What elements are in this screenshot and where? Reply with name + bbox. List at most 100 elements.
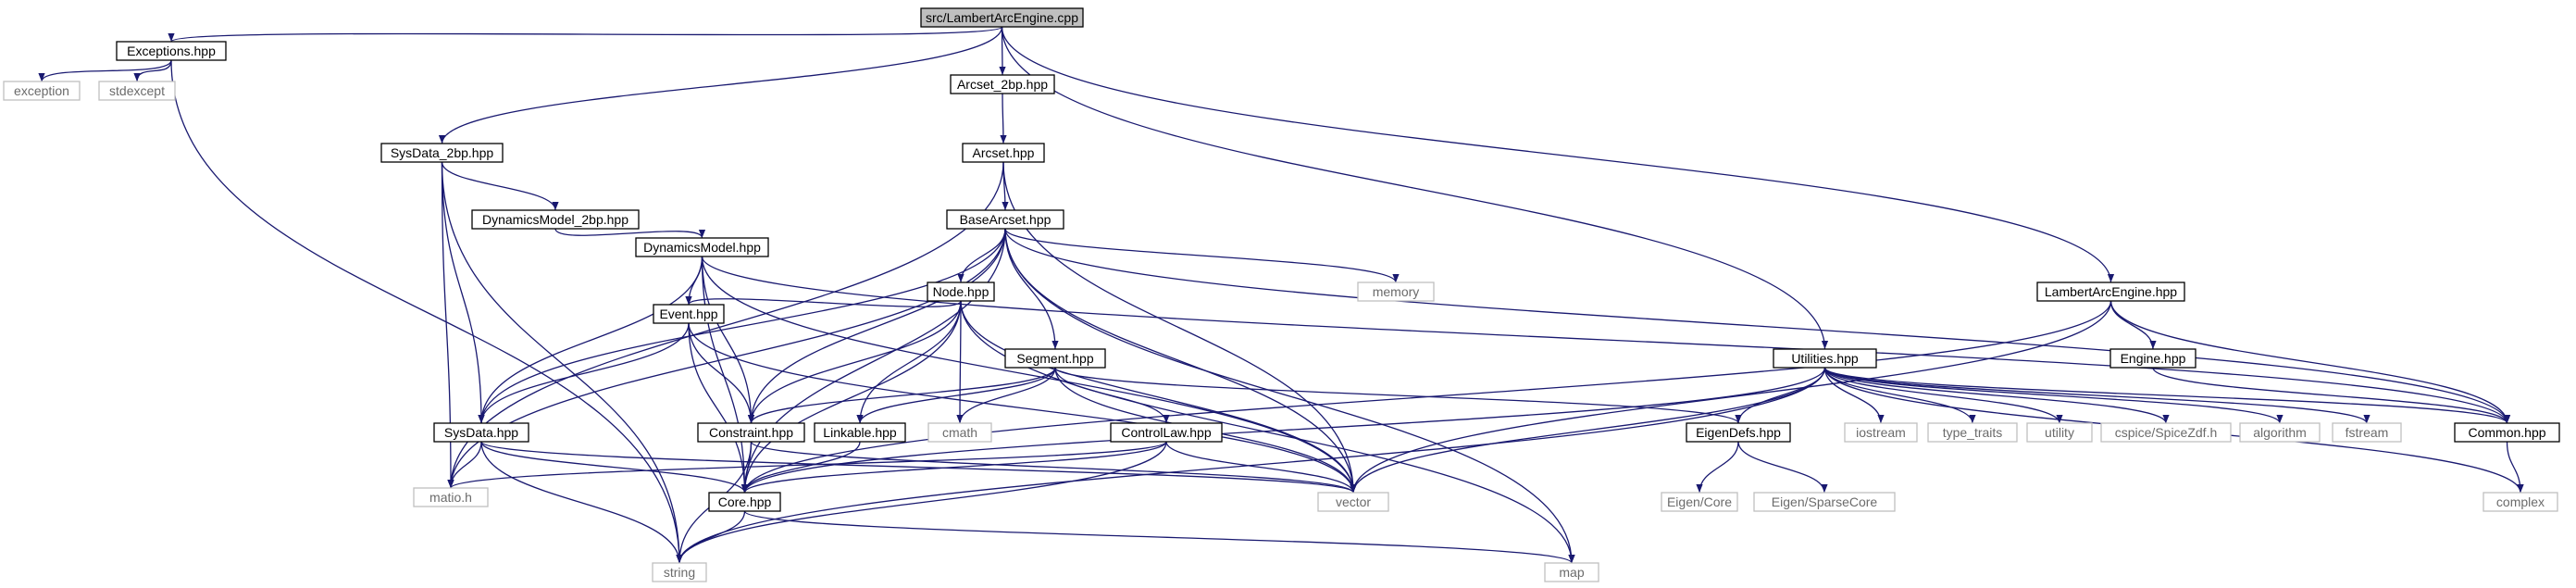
node-eigensparse: Eigen/SparseCore xyxy=(1753,492,1896,512)
node-label-type_traits: type_traits xyxy=(1943,425,2003,440)
edge-event-to-constraint xyxy=(688,322,755,424)
node-box-eigensparse xyxy=(1753,492,1896,512)
node-dynmodel[interactable]: DynamicsModel.hpp xyxy=(635,237,769,257)
node-box-basearcset xyxy=(946,209,1064,230)
edge-utilities-to-utility xyxy=(1823,367,2063,424)
node-label-spice: cspice/SpiceZdf.h xyxy=(2115,425,2218,440)
edge-dynmodel-to-constraint xyxy=(701,256,755,424)
node-node[interactable]: Node.hpp xyxy=(927,281,995,302)
node-label-iostream: iostream xyxy=(1856,425,1906,440)
node-label-algorithm: algorithm xyxy=(2253,425,2307,440)
node-label-arcset2bp: Arcset_2bp.hpp xyxy=(957,77,1048,92)
node-eigendefs[interactable]: EigenDefs.hpp xyxy=(1686,422,1791,443)
edge-sysdata-to-vector xyxy=(480,441,1357,494)
node-memory: memory xyxy=(1357,281,1435,302)
node-label-fstream: fstream xyxy=(2346,425,2389,440)
edge-root-to-exceptions xyxy=(168,26,1003,43)
node-box-utility xyxy=(2026,422,2093,443)
node-label-linkable: Linkable.hpp xyxy=(823,425,897,440)
node-box-sysdata2bp xyxy=(380,143,504,163)
node-lambert[interactable]: LambertArcEngine.hpp xyxy=(2036,281,2185,302)
edge-segment-to-cmath xyxy=(956,367,1056,424)
edge-core-to-string xyxy=(676,510,746,564)
node-linkable[interactable]: Linkable.hpp xyxy=(814,422,906,443)
edge-node-to-constraint xyxy=(747,300,962,424)
node-box-arcset2bp xyxy=(950,74,1055,94)
edge-basearcset-to-memory xyxy=(1004,228,1400,283)
node-arcset2bp[interactable]: Arcset_2bp.hpp xyxy=(950,74,1055,94)
edge-node-to-cmath xyxy=(956,300,964,424)
node-label-lambert: LambertArcEngine.hpp xyxy=(2045,284,2177,299)
node-segment[interactable]: Segment.hpp xyxy=(1004,348,1106,369)
edge-dynmodel-to-core xyxy=(701,256,749,494)
node-dynmodel2bp[interactable]: DynamicsModel_2bp.hpp xyxy=(471,209,640,230)
node-event[interactable]: Event.hpp xyxy=(653,304,725,324)
node-exceptions[interactable]: Exceptions.hpp xyxy=(116,41,227,61)
node-fstream: fstream xyxy=(2332,422,2402,443)
node-complex: complex xyxy=(2483,492,2558,512)
node-string: string xyxy=(652,562,707,582)
edge-segment-to-controllaw xyxy=(1054,367,1170,424)
edge-sysdata2bp-to-sysdata xyxy=(441,161,485,424)
node-label-memory: memory xyxy=(1373,284,1420,299)
edge-lambert-to-common xyxy=(2109,300,2511,424)
node-box-event xyxy=(653,304,725,324)
node-controllaw[interactable]: ControlLaw.hpp xyxy=(1110,422,1223,443)
edge-controllaw-to-core xyxy=(741,441,1167,494)
node-label-string: string xyxy=(664,565,695,580)
edge-basearcset-to-map xyxy=(1004,228,1575,564)
node-utility: utility xyxy=(2026,422,2093,443)
edge-root-to-sysdata2bp xyxy=(438,26,1003,144)
node-core[interactable]: Core.hpp xyxy=(708,492,781,512)
node-box-spice xyxy=(2100,422,2232,443)
edge-utilities-to-eigendefs xyxy=(1735,367,1826,424)
node-label-sysdata: SysData.hpp xyxy=(444,425,518,440)
edge-event-to-core xyxy=(688,322,749,494)
edge-utilities-to-algorithm xyxy=(1823,367,2284,424)
edge-lambert-to-engine xyxy=(2109,300,2157,350)
node-engine[interactable]: Engine.hpp xyxy=(2109,348,2196,369)
edge-sysdata-to-string xyxy=(480,441,683,564)
edge-dynmodel-to-vector xyxy=(701,256,1357,494)
edge-basearcset-to-constraint xyxy=(747,228,1006,424)
node-root[interactable]: src/LambertArcEngine.cpp xyxy=(920,7,1084,28)
edge-linkable-to-core xyxy=(740,441,861,494)
edge-utilities-to-fstream xyxy=(1823,367,2371,424)
node-utilities[interactable]: Utilities.hpp xyxy=(1773,348,1877,369)
node-label-exception: exception xyxy=(14,83,69,98)
edge-utilities-to-string xyxy=(676,367,1826,564)
edge-core-to-map xyxy=(743,510,1575,564)
node-box-utilities xyxy=(1773,348,1877,369)
edge-basearcset-to-matio xyxy=(447,228,1006,489)
node-label-eigendefs: EigenDefs.hpp xyxy=(1696,425,1781,440)
node-arcset[interactable]: Arcset.hpp xyxy=(962,143,1045,163)
edge-basearcset-to-node xyxy=(957,228,1006,283)
node-box-complex xyxy=(2483,492,2558,512)
node-box-core xyxy=(708,492,781,512)
node-label-engine: Engine.hpp xyxy=(2121,351,2186,366)
node-box-common xyxy=(2454,422,2560,443)
node-box-cmath xyxy=(927,422,992,443)
node-label-root: src/LambertArcEngine.cpp xyxy=(926,10,1078,25)
node-common[interactable]: Common.hpp xyxy=(2454,422,2560,443)
edge-common-to-complex xyxy=(2506,441,2524,494)
node-basearcset[interactable]: BaseArcset.hpp xyxy=(946,209,1064,230)
node-cmath: cmath xyxy=(927,422,992,443)
edge-exceptions-to-string xyxy=(170,59,683,564)
edge-arcset2bp-to-arcset xyxy=(1000,93,1007,144)
node-box-arcset xyxy=(962,143,1045,163)
node-label-segment: Segment.hpp xyxy=(1016,351,1093,366)
edge-root-to-lambert xyxy=(1001,26,2115,283)
node-sysdata2bp[interactable]: SysData_2bp.hpp xyxy=(380,143,504,163)
node-box-map xyxy=(1544,562,1599,582)
edge-sysdata2bp-to-string xyxy=(441,161,683,564)
node-constraint[interactable]: Constraint.hpp xyxy=(697,422,805,443)
node-stdexcept: stdexcept xyxy=(98,81,176,101)
node-label-cmath: cmath xyxy=(942,425,977,440)
edge-utilities-to-spice xyxy=(1823,367,2170,424)
node-box-segment xyxy=(1004,348,1106,369)
edge-basearcset-to-common xyxy=(1004,228,2510,424)
node-sysdata[interactable]: SysData.hpp xyxy=(433,422,529,443)
edge-node-to-vector xyxy=(960,300,1357,494)
